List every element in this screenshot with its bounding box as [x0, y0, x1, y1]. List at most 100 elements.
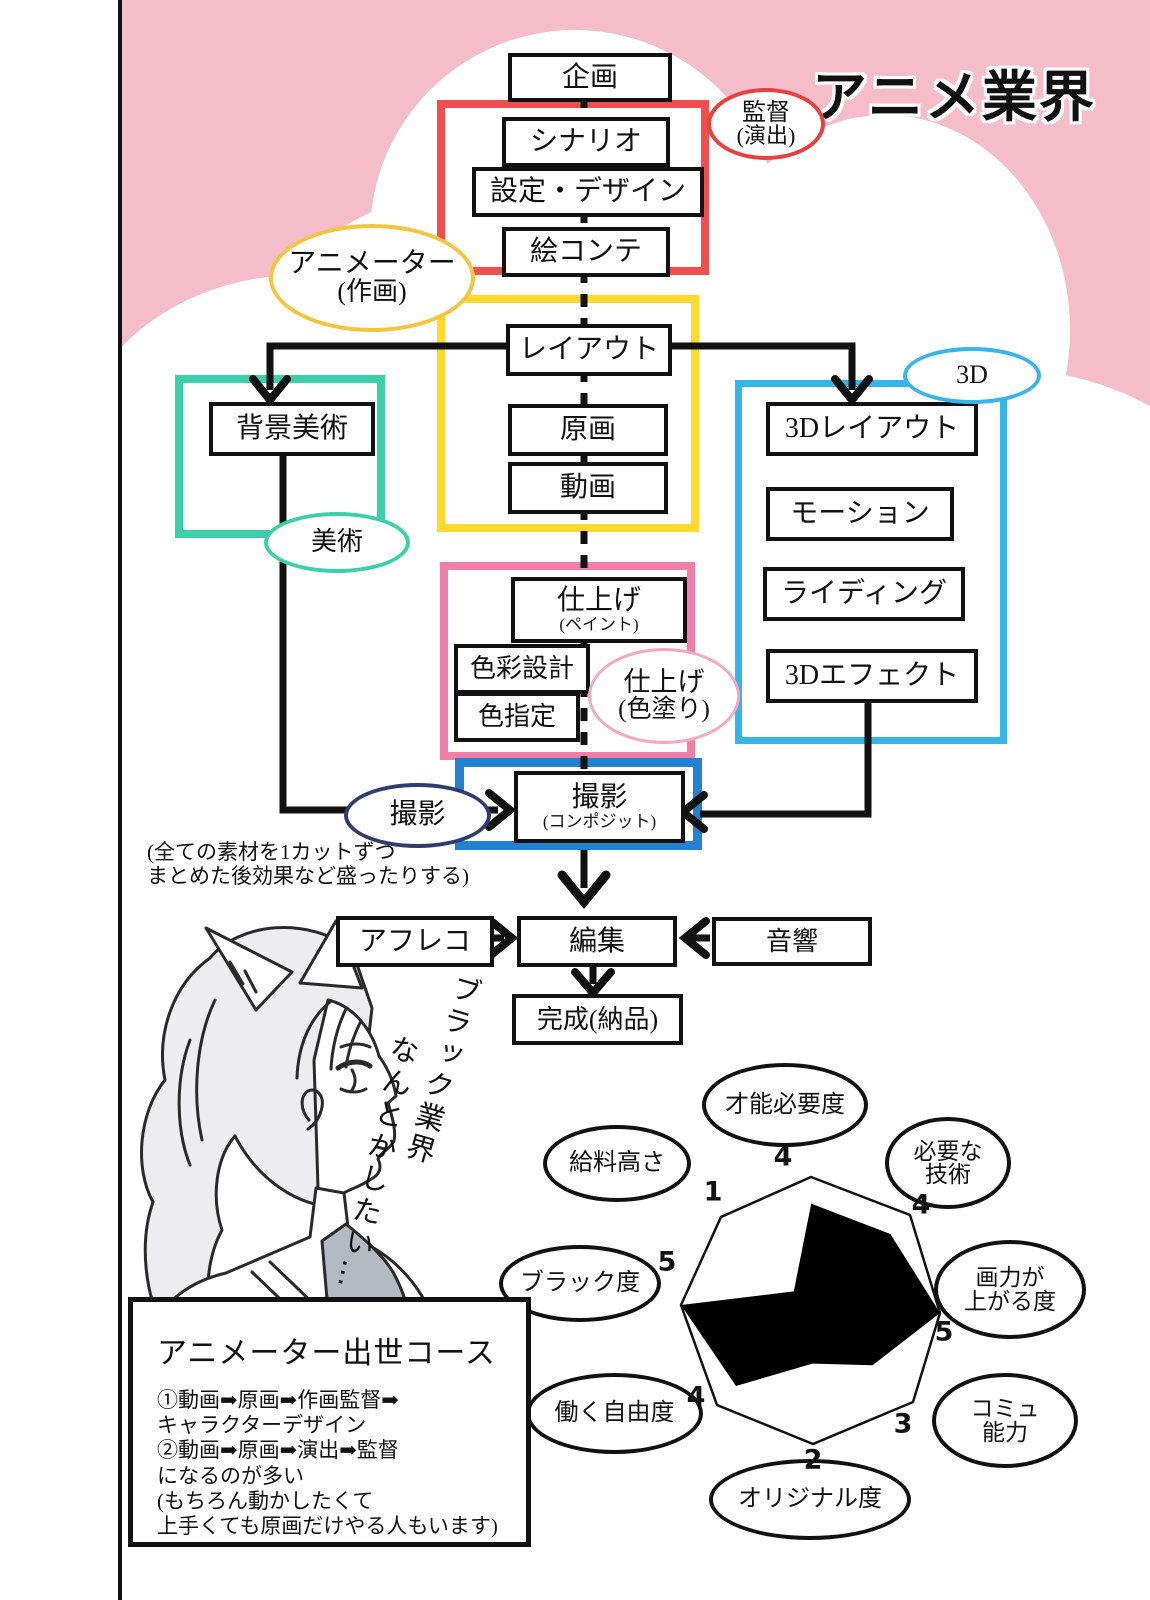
- step-background-art-label: 背景美術: [235, 413, 348, 445]
- career-line: キャラクターデザイン: [157, 1413, 367, 1438]
- radar-grid-octagon: [679, 1175, 942, 1446]
- career-line: になるのが多い: [157, 1463, 304, 1488]
- page-title: アニメ業界: [812, 67, 1096, 128]
- radar-label-freedom: 働く自由度: [526, 1373, 703, 1454]
- career-line: (もちろん動かしたくて: [157, 1488, 374, 1513]
- step-3d-layout-label: 3Dレイアウト: [784, 413, 960, 445]
- radar-value-salary: 1: [703, 1176, 723, 1208]
- step-color-spec: 色指定: [454, 692, 580, 742]
- radar-value-original: 2: [803, 1444, 823, 1476]
- step-finishing: 仕上げ (ペイント): [511, 577, 687, 643]
- step-scenario: シナリオ: [502, 117, 670, 167]
- career-box: アニメーター出世コース ①動画➡原画➡作画監督➡ キャラクターデザイン ②動画➡…: [128, 1297, 531, 1547]
- step-design: 設定・デザイン: [472, 167, 704, 217]
- page-left-border: [118, 0, 122, 1600]
- step-dubbing: アフレコ: [336, 916, 494, 967]
- radar-value-freedom: 4: [686, 1381, 706, 1413]
- step-editing-label: 編集: [568, 925, 625, 957]
- step-design-label: 設定・デザイン: [489, 176, 686, 208]
- step-finishing-sublabel: (ペイント): [559, 614, 639, 634]
- radar-label-commu-text1: コミュ: [970, 1396, 1040, 1422]
- role-finishing: 仕上げ (色塗り): [588, 648, 740, 744]
- animator-group-frame: [437, 295, 699, 532]
- radar-data-polygon: [681, 1203, 940, 1386]
- role-director-label: 監督: [742, 99, 790, 126]
- step-3d-layout: 3Dレイアウト: [766, 402, 978, 456]
- role-3d: 3D: [903, 347, 1041, 404]
- step-complete: 完成(納品): [512, 994, 683, 1045]
- radar-value-skill: 4: [911, 1189, 931, 1221]
- role-art-label: 美術: [310, 527, 363, 557]
- radar-label-commu: コミュ 能力: [932, 1373, 1078, 1468]
- step-keyframe: 原画: [508, 404, 668, 456]
- step-motion-label: モーション: [790, 498, 930, 530]
- step-3d-effect-label: 3Dエフェクト: [784, 660, 960, 692]
- step-color-spec-label: 色指定: [477, 702, 556, 732]
- radar-label-talent: 才能必要度: [702, 1063, 868, 1147]
- radar-value-drawing: 5: [934, 1316, 954, 1348]
- radar-label-drawing-text1: 画力が: [975, 1265, 1045, 1291]
- radar-label-talent-text: 才能必要度: [725, 1091, 845, 1118]
- step-3d-effect: 3Dエフェクト: [766, 649, 978, 703]
- radar-label-original: オリジナル度: [709, 1459, 911, 1540]
- step-storyboard-label: 絵コンテ: [529, 236, 642, 268]
- radar-label-skill-text2: 技術: [925, 1162, 971, 1187]
- role-finishing-label: 仕上げ: [623, 667, 705, 698]
- compositing-note: (全ての素材を1カットずつ まとめた後効果など盛ったりする): [147, 840, 469, 888]
- radar-label-freedom-text: 働く自由度: [554, 1400, 675, 1427]
- radar-label-black-text: ブラック度: [520, 1270, 640, 1297]
- career-box-title: アニメーター出世コース: [157, 1337, 496, 1370]
- compositing-note-line1: (全ての素材を1カットずつ: [147, 840, 396, 864]
- step-dubbing-label: アフレコ: [358, 925, 471, 957]
- step-compositing-label: 撮影: [571, 782, 628, 814]
- role-animator-label: アニメーター: [288, 248, 456, 280]
- role-director: 監督 (演出): [707, 88, 825, 160]
- radar-value-talent: 4: [773, 1141, 793, 1173]
- step-color-design: 色彩設計: [454, 644, 590, 694]
- role-animator: アニメーター (作画): [269, 224, 475, 332]
- role-photography: 撮影: [344, 783, 491, 848]
- role-finishing-sublabel: (色塗り): [618, 696, 710, 724]
- step-planning-label: 企画: [561, 61, 618, 93]
- role-photography-label: 撮影: [389, 799, 446, 831]
- step-sound-label: 音響: [765, 926, 818, 956]
- career-line: ②動画➡原画➡演出➡監督: [157, 1438, 399, 1463]
- step-storyboard: 絵コンテ: [502, 227, 670, 277]
- step-inbetween: 動画: [508, 462, 668, 514]
- radar-chart: [679, 1175, 942, 1446]
- radar-label-skill: 必要な 技術: [885, 1117, 1011, 1209]
- career-line: ①動画➡原画➡作画監督➡: [157, 1388, 399, 1412]
- step-scenario-label: シナリオ: [529, 126, 642, 158]
- radar-value-black: 5: [657, 1246, 677, 1278]
- step-compositing-sublabel: (コンポジット): [542, 811, 657, 831]
- career-line: 上手くても原画だけやる人もいます): [157, 1513, 498, 1538]
- radar-label-skill-text1: 必要な: [913, 1138, 983, 1164]
- radar-label-salary: 給料高さ: [543, 1125, 691, 1202]
- role-animator-sublabel: (作画): [337, 277, 407, 307]
- step-motion: モーション: [766, 487, 954, 541]
- radar-label-drawing-text2: 上がる度: [964, 1288, 1056, 1314]
- step-riding: ライディング: [763, 567, 965, 621]
- radar-value-commu: 3: [893, 1408, 913, 1440]
- compositing-note-line2: まとめた後効果など盛ったりする): [147, 864, 469, 889]
- radar-label-salary-text: 給料高さ: [569, 1150, 665, 1177]
- role-3d-label: 3D: [956, 360, 988, 390]
- radar-label-black: ブラック度: [499, 1245, 661, 1322]
- step-keyframe-label: 原画: [559, 414, 616, 446]
- role-art: 美術: [264, 512, 410, 573]
- flow-arrowheads: [249, 375, 873, 1000]
- step-layout-label: レイアウト: [518, 334, 659, 366]
- cat-ear-left: [204, 926, 294, 1012]
- step-planning: 企画: [508, 53, 672, 102]
- step-finishing-label: 仕上げ: [556, 585, 641, 617]
- step-complete-label: 完成(納品): [536, 1004, 659, 1034]
- step-background-art: 背景美術: [209, 402, 375, 456]
- step-sound: 音響: [712, 917, 872, 966]
- step-inbetween-label: 動画: [559, 472, 616, 504]
- step-editing: 編集: [517, 916, 677, 967]
- step-riding-label: ライディング: [780, 578, 948, 610]
- radar-label-commu-text2: 能力: [982, 1419, 1028, 1445]
- radar-label-drawing: 画力が 上がる度: [934, 1240, 1086, 1339]
